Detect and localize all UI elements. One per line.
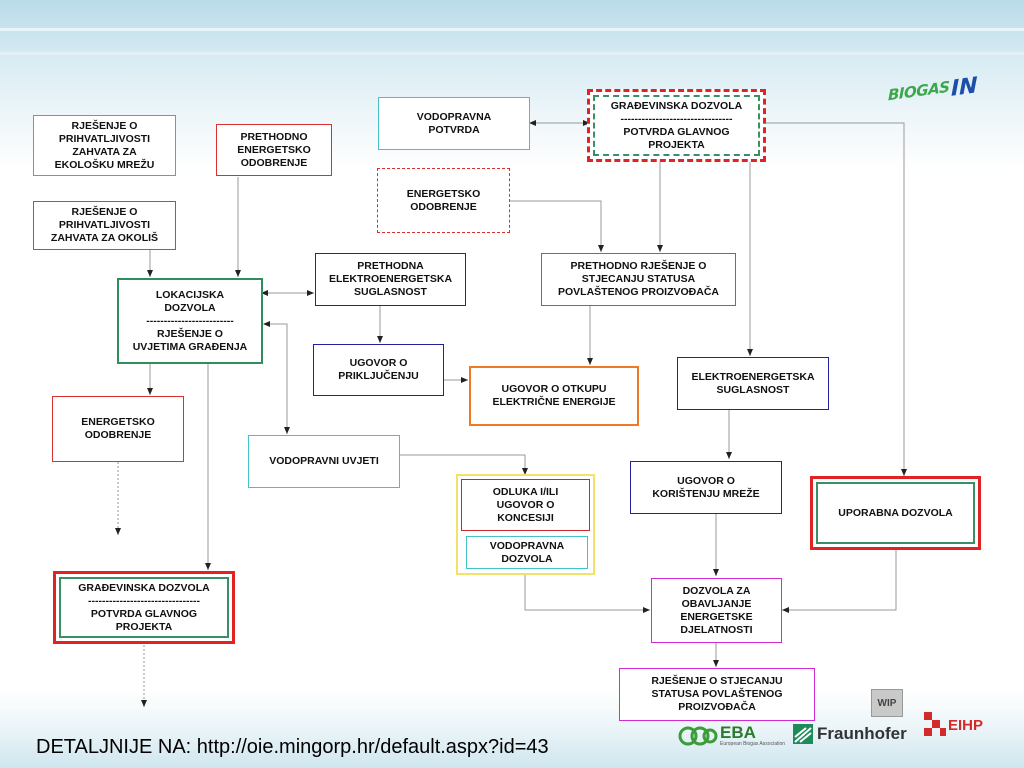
node-label: UGOVOR O OTKUPU ELEKTRIČNE ENERGIJE bbox=[492, 383, 616, 408]
node-label: PRETHODNO RJEŠENJE O STJECANJU STATUSA P… bbox=[557, 260, 719, 298]
node-ee-suglasnost: ELEKTROENERGETSKA SUGLASNOST bbox=[677, 357, 829, 410]
connector bbox=[400, 454, 528, 475]
node-vodopravni-uvjeti: VODOPRAVNI UVJETI bbox=[248, 435, 400, 488]
fraunhofer-logo: Fraunhofer bbox=[793, 722, 907, 746]
node-label: GRAĐEVINSKA DOZVOLA --------------------… bbox=[78, 581, 210, 633]
node-ugovor-prikljucenje: UGOVOR O PRIKLJUČENJU bbox=[313, 344, 444, 396]
node-label: ENERGETSKO ODOBRENJE bbox=[81, 416, 155, 441]
node-prethodna-ee-suglasnost: PRETHODNA ELEKTROENERGETSKA SUGLASNOST bbox=[315, 253, 466, 306]
footer-link[interactable]: DETALJNIJE NA: http://oie.mingorp.hr/def… bbox=[36, 736, 549, 758]
wip-logo: WIP bbox=[871, 689, 903, 717]
eihp-emblem-icon bbox=[924, 712, 946, 736]
node-lokacijska-dozvola: LOKACIJSKA DOZVOLA ---------------------… bbox=[117, 278, 263, 364]
node-label: UGOVOR O PRIKLJUČENJU bbox=[338, 357, 419, 382]
inner-frame bbox=[59, 577, 229, 638]
fraunhofer-emblem-icon bbox=[793, 724, 813, 744]
node-label: UGOVOR O KORIŠTENJU MREŽE bbox=[652, 474, 760, 500]
inner-frame bbox=[816, 482, 975, 544]
connector bbox=[510, 200, 604, 252]
node-label: PRETHODNO ENERGETSKO ODOBRENJE bbox=[237, 130, 311, 169]
node-label: PRETHODNA ELEKTROENERGETSKA SUGLASNOST bbox=[328, 260, 453, 298]
biogasin-logo-text-suffix: IN bbox=[950, 73, 978, 102]
connector bbox=[782, 550, 897, 613]
node-ugovor-koristenje-mreze: UGOVOR O KORIŠTENJU MREŽE bbox=[630, 461, 782, 514]
node-rjesenje-okolis: RJEŠENJE O PRIHVATLJIVOSTI ZAHVATA ZA OK… bbox=[33, 201, 176, 250]
node-gradevinska-dozvola-bottom: GRAĐEVINSKA DOZVOLA --------------------… bbox=[53, 571, 235, 644]
node-vodopravna-dozvola: VODOPRAVNA DOZVOLA bbox=[466, 536, 588, 569]
node-label: GRAĐEVINSKA DOZVOLA --------------------… bbox=[610, 99, 743, 151]
node-label: LOKACIJSKA DOZVOLA ---------------------… bbox=[132, 288, 248, 353]
node-label: ENERGETSKO ODOBRENJE bbox=[406, 187, 481, 213]
node-label: VODOPRAVNA DOZVOLA bbox=[489, 539, 565, 565]
node-gradevinska-dozvola-top: GRAĐEVINSKA DOZVOLA --------------------… bbox=[587, 89, 766, 162]
eihp-logo: EIHP bbox=[922, 710, 983, 740]
eba-logo-text: EBA bbox=[720, 723, 756, 742]
eba-emblem-icon bbox=[678, 726, 718, 746]
node-label: ODLUKA I/ILI UGOVOR O KONCESIJI bbox=[492, 485, 559, 524]
biogasin-logo: BIOGAS IN bbox=[888, 66, 978, 104]
node-vodopravna-potvrda: VODOPRAVNA POTVRDA bbox=[378, 97, 530, 150]
connector bbox=[524, 570, 650, 613]
eba-logo-subtitle: European Biogas Association bbox=[720, 741, 786, 747]
eba-logo: EBA European Biogas Association bbox=[678, 719, 785, 753]
node-rjesenje-ekoloska-mreza: RJEŠENJE O PRIHVATLJIVOSTI ZAHVATA ZA EK… bbox=[33, 115, 176, 176]
node-energetsko-odobrenje: ENERGETSKO ODOBRENJE bbox=[52, 396, 184, 462]
wip-logo-text: WIP bbox=[877, 697, 897, 709]
eihp-logo-text: EIHP bbox=[948, 716, 984, 734]
node-label: DOZVOLA ZA OBAVLJANJE ENERGETSKE DJELATN… bbox=[680, 584, 753, 636]
connector bbox=[263, 321, 290, 434]
node-label: UPORABNA DOZVOLA bbox=[838, 506, 953, 519]
node-label: RJEŠENJE O PRIHVATLJIVOSTI ZAHVATA ZA EK… bbox=[54, 119, 155, 171]
fraunhofer-logo-text: Fraunhofer bbox=[817, 724, 907, 743]
node-label: RJEŠENJE O STJECANJU STATUSA POVLAŠTENOG… bbox=[651, 675, 783, 713]
node-ugovor-otkup: UGOVOR O OTKUPU ELEKTRIČNE ENERGIJE bbox=[469, 366, 639, 426]
node-label: RJEŠENJE O PRIHVATLJIVOSTI ZAHVATA ZA OK… bbox=[50, 206, 159, 244]
node-dozvola-obavljanje: DOZVOLA ZA OBAVLJANJE ENERGETSKE DJELATN… bbox=[651, 578, 782, 643]
node-label: VODOPRAVNA POTVRDA bbox=[416, 110, 492, 136]
node-label: VODOPRAVNI UVJETI bbox=[269, 455, 379, 467]
node-rjesenje-status: RJEŠENJE O STJECANJU STATUSA POVLAŠTENOG… bbox=[619, 668, 815, 721]
connector bbox=[766, 122, 907, 476]
node-odluka-koncesija-group: ODLUKA I/ILI UGOVOR O KONCESIJI VODOPRAV… bbox=[456, 474, 595, 575]
node-prethodno-energetsko-odobrenje: PRETHODNO ENERGETSKO ODOBRENJE bbox=[216, 124, 332, 176]
node-odluka-koncesija: ODLUKA I/ILI UGOVOR O KONCESIJI bbox=[461, 479, 590, 531]
node-prethodno-rjesenje-status: PRETHODNO RJEŠENJE O STJECANJU STATUSA P… bbox=[541, 253, 736, 306]
node-uporabna-dozvola: UPORABNA DOZVOLA bbox=[810, 476, 981, 550]
node-energetsko-odobrenje-dashed: ENERGETSKO ODOBRENJE bbox=[377, 168, 510, 233]
node-label: ELEKTROENERGETSKA SUGLASNOST bbox=[691, 370, 815, 396]
inner-frame bbox=[593, 95, 760, 156]
